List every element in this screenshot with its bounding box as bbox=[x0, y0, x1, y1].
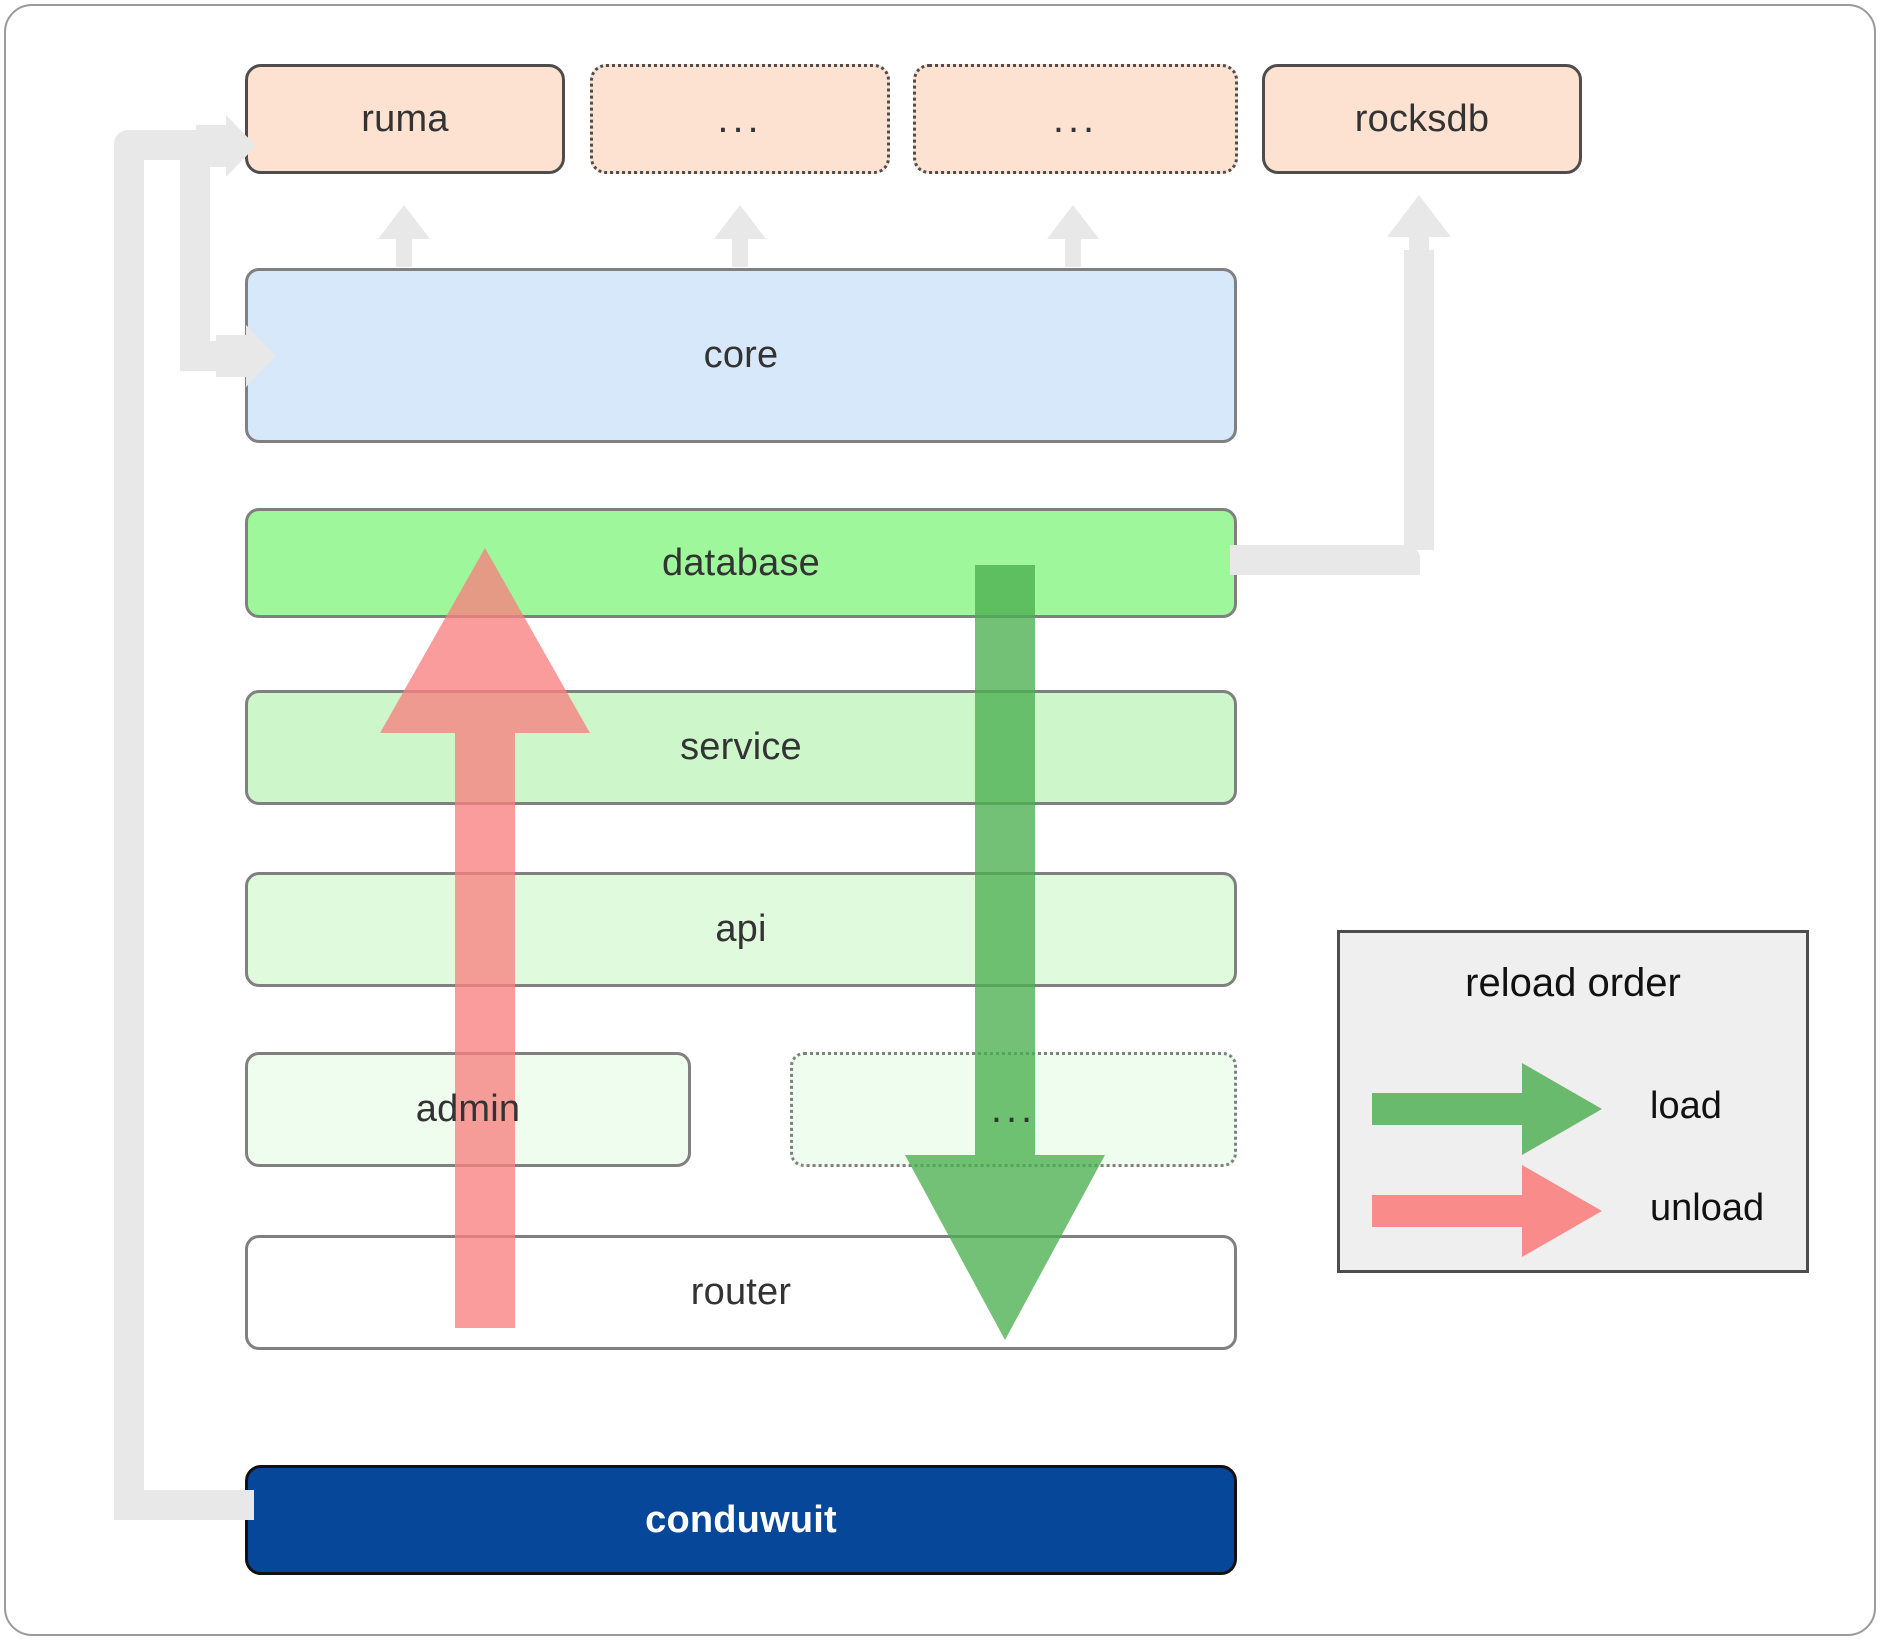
connector-arrowhead-ruma bbox=[196, 115, 256, 177]
dependency-box-placeholder-2[interactable]: ... bbox=[913, 64, 1238, 174]
dependency-label-rocksdb: rocksdb bbox=[1354, 97, 1490, 140]
legend-panel: reload order load unload bbox=[1337, 930, 1809, 1273]
layer-label-router: router bbox=[690, 1271, 792, 1313]
connector-branch-vertical bbox=[180, 145, 210, 360]
dependency-box-ruma[interactable]: ruma bbox=[245, 64, 565, 174]
legend-load-arrow-icon bbox=[1372, 1063, 1602, 1155]
legend-title: reload order bbox=[1465, 961, 1681, 1005]
layer-box-core[interactable]: core bbox=[245, 268, 1237, 443]
dependency-label-ruma: ruma bbox=[361, 97, 449, 140]
layer-label-placeholder: ... bbox=[990, 1087, 1037, 1131]
connector-arrowhead-rocksdb bbox=[1387, 195, 1451, 265]
legend-load-label: load bbox=[1650, 1085, 1722, 1127]
layer-label-core: core bbox=[703, 334, 779, 376]
connector-db-horizontal bbox=[1230, 545, 1420, 575]
layer-box-router[interactable]: router bbox=[245, 1235, 1237, 1350]
layer-box-api[interactable]: api bbox=[245, 872, 1237, 987]
root-label-conduwuit: conduwuit bbox=[645, 1498, 837, 1541]
connector-arrowhead-core-to-dots2 bbox=[1047, 205, 1099, 267]
layer-label-database: database bbox=[662, 541, 820, 584]
load-arrow bbox=[905, 565, 1105, 1340]
legend-unload-label: unload bbox=[1650, 1187, 1765, 1229]
connector-leg-to-conduwuit bbox=[114, 1490, 254, 1520]
dependency-box-rocksdb[interactable]: rocksdb bbox=[1262, 64, 1582, 174]
dependency-label-placeholder-2: ... bbox=[1052, 96, 1099, 141]
unload-arrow bbox=[380, 548, 590, 1328]
dependency-label-placeholder-1: ... bbox=[717, 96, 763, 141]
connector-db-vertical bbox=[1404, 250, 1434, 550]
root-box-conduwuit[interactable]: conduwuit bbox=[245, 1465, 1237, 1575]
layer-label-api: api bbox=[715, 908, 767, 950]
layer-label-admin: admin bbox=[415, 1088, 521, 1130]
dependency-box-placeholder-1[interactable]: ... bbox=[590, 64, 890, 174]
layer-label-service: service bbox=[680, 726, 802, 768]
connector-arrowhead-core bbox=[216, 325, 276, 387]
connector-spine-vertical bbox=[114, 130, 144, 1520]
legend-unload-arrow-icon bbox=[1372, 1165, 1602, 1257]
connector-arrowhead-core-to-ruma bbox=[378, 205, 430, 267]
connector-arrowhead-core-to-dots1 bbox=[714, 205, 766, 267]
